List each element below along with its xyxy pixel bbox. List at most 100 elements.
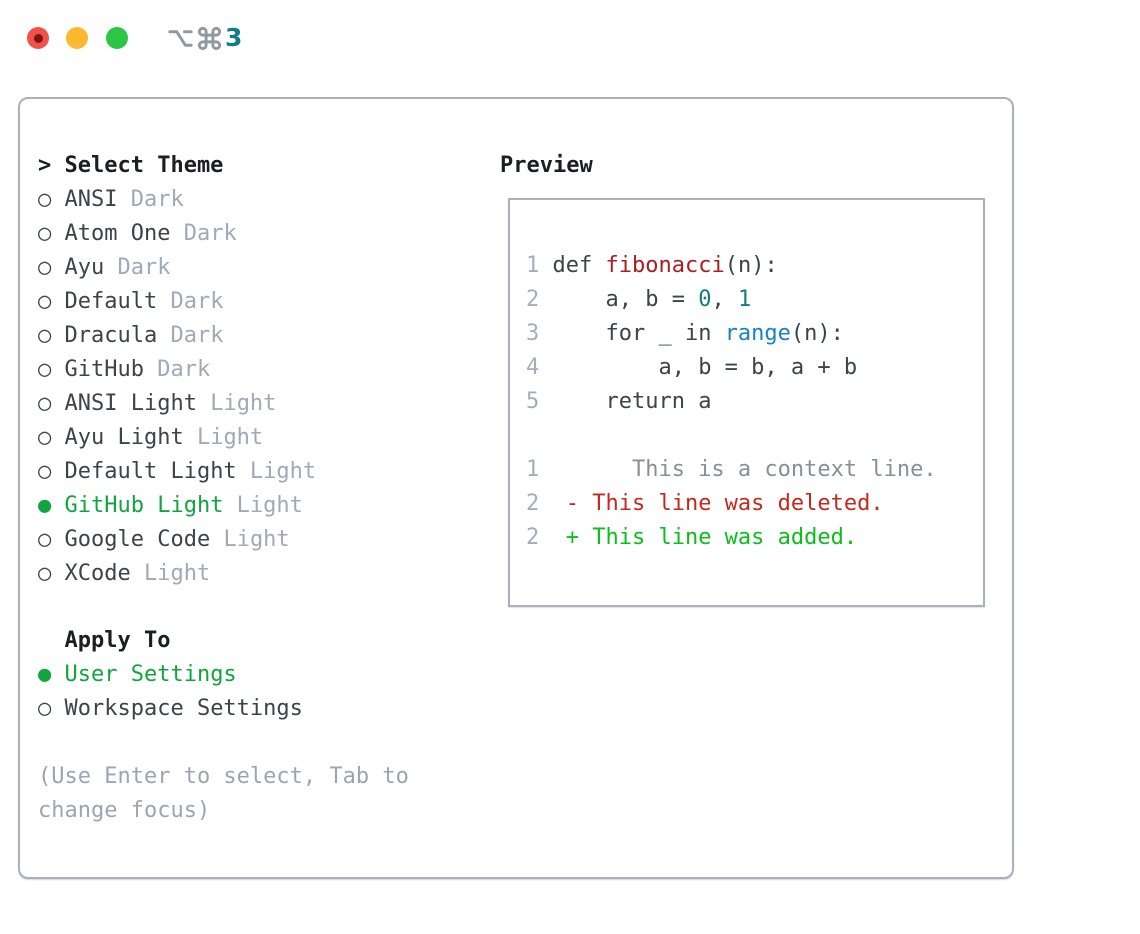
theme-option-default-light[interactable]: ○ Default Light Light	[38, 455, 316, 489]
theme-variant-tag: Light	[236, 459, 317, 484]
theme-option-atom-one[interactable]: ○ Atom One Dark	[38, 217, 316, 251]
code-segment-fn: fibonacci	[605, 253, 725, 278]
radio-marker: ○	[38, 696, 52, 721]
theme-variant-tag: Light	[223, 493, 303, 518]
option-label: GitHub Light	[51, 493, 224, 518]
theme-variant-tag: Dark	[170, 221, 237, 246]
preview-code-line-4: 4 a, b = b, a + b	[526, 351, 977, 385]
theme-option-default[interactable]: ○ Default Dark	[38, 285, 316, 319]
theme-menu: > Select Theme○ ANSI Dark○ Atom One Dark…	[38, 149, 316, 591]
preview-title: Preview	[500, 153, 593, 178]
theme-option-ayu[interactable]: ○ Ayu Dark	[38, 251, 316, 285]
code-segment-add: + This line was added.	[539, 525, 858, 550]
option-label: GitHub	[51, 357, 144, 382]
code-segment-code: ,	[711, 287, 738, 312]
line-number: 1	[526, 253, 540, 278]
option-label: Ayu Light	[51, 425, 184, 450]
radio-marker: ○	[38, 357, 52, 382]
code-segment-code: (n):	[790, 321, 844, 346]
radio-marker: ○	[38, 527, 52, 552]
apply-to-group: Apply To● User Settings○ Workspace Setti…	[38, 624, 303, 726]
option-label: Workspace Settings	[51, 696, 303, 721]
theme-option-dracula[interactable]: ○ Dracula Dark	[38, 319, 316, 353]
option-label: Google Code	[51, 527, 211, 552]
theme-option-github[interactable]: ○ GitHub Dark	[38, 353, 316, 387]
option-icon	[168, 29, 193, 47]
theme-menu-header: > Select Theme	[38, 153, 224, 178]
preview-code-line-5: 5 return a	[526, 385, 977, 419]
apply-option-user-settings[interactable]: ● User Settings	[38, 658, 303, 692]
radio-marker: ○	[38, 391, 52, 416]
radio-marker: ○	[38, 425, 52, 450]
theme-variant-tag: Dark	[117, 187, 184, 212]
line-number: 2	[526, 525, 540, 550]
keyboard-hint: (Use Enter to select, Tab to change focu…	[38, 764, 409, 823]
preview-code-line-7: 1 This is a context line.	[526, 453, 977, 487]
apply-option-workspace-settings[interactable]: ○ Workspace Settings	[38, 692, 303, 726]
theme-picker-panel: > Select Theme○ ANSI Dark○ Atom One Dark…	[18, 97, 1014, 879]
option-label: Default	[51, 289, 158, 314]
radio-marker: ○	[38, 323, 52, 348]
radio-marker: ○	[38, 187, 52, 212]
option-label: Dracula	[51, 323, 158, 348]
code-segment-num: 1	[737, 287, 752, 312]
preview-code-line-1: 1 def fibonacci(n):	[526, 249, 977, 283]
zoom-button[interactable]	[106, 27, 128, 49]
theme-variant-tag: Light	[210, 527, 290, 552]
code-segment-call: range	[724, 321, 791, 346]
option-label: User Settings	[51, 662, 237, 687]
preview-code-line-6	[526, 419, 977, 453]
radio-marker: ●	[38, 662, 52, 687]
line-number: 1	[526, 457, 540, 482]
preview-code-line-9: 2 + This line was added.	[526, 521, 977, 555]
radio-marker: ○	[38, 289, 52, 314]
option-label: ANSI	[51, 187, 118, 212]
line-number: 2	[526, 287, 540, 312]
radio-marker: ●	[38, 493, 52, 518]
theme-option-github-light[interactable]: ● GitHub Light Light	[38, 489, 316, 523]
code-segment-ctx: This is a context line.	[539, 457, 937, 482]
line-number: 5	[526, 389, 540, 414]
theme-variant-tag: Dark	[157, 289, 224, 314]
theme-option-ansi[interactable]: ○ ANSI Dark	[38, 183, 316, 217]
preview-code-line-2: 2 a, b = 0, 1	[526, 283, 977, 317]
theme-option-ansi-light[interactable]: ○ ANSI Light Light	[38, 387, 316, 421]
option-label: Ayu	[51, 255, 105, 280]
code-segment-del: - This line was deleted.	[539, 491, 884, 516]
preview-code-line-8: 2 - This line was deleted.	[526, 487, 977, 521]
theme-variant-tag: Dark	[143, 357, 211, 382]
code-segment-code: return a	[539, 389, 712, 414]
code-segment-code: def	[539, 253, 606, 278]
window-shortcut: 3	[167, 22, 242, 54]
line-number: 2	[526, 491, 540, 516]
theme-option-ayu-light[interactable]: ○ Ayu Light Light	[38, 421, 316, 455]
apply-to-header: Apply To	[38, 628, 171, 653]
radio-marker: ○	[38, 221, 52, 246]
preview-code-line-3: 3 for _ in range(n):	[526, 317, 977, 351]
minimize-button[interactable]	[66, 27, 88, 49]
close-dot-icon	[33, 33, 43, 43]
shortcut-number: 3	[225, 23, 243, 52]
theme-option-xcode[interactable]: ○ XCode Light	[38, 557, 316, 591]
code-segment-code: a, b = b, a + b	[539, 355, 858, 380]
theme-option-google-code[interactable]: ○ Google Code Light	[38, 523, 316, 557]
code-segment-num: 0	[698, 287, 712, 312]
option-label: Atom One	[51, 221, 171, 246]
theme-variant-tag: Light	[196, 391, 277, 416]
theme-variant-tag: Light	[183, 425, 264, 450]
close-button[interactable]	[27, 27, 49, 49]
line-number: 3	[526, 321, 540, 346]
code-segment-code: (n):	[724, 253, 778, 278]
code-segment-code: for _ in	[539, 321, 725, 346]
theme-variant-tag: Dark	[104, 255, 171, 280]
option-label: XCode	[51, 561, 131, 586]
radio-marker: ○	[38, 255, 52, 280]
code-segment-code: a, b =	[539, 287, 699, 312]
theme-variant-tag: Dark	[157, 323, 224, 348]
radio-marker: ○	[38, 561, 52, 586]
option-label: ANSI Light	[51, 391, 197, 416]
option-label: Default Light	[51, 459, 237, 484]
